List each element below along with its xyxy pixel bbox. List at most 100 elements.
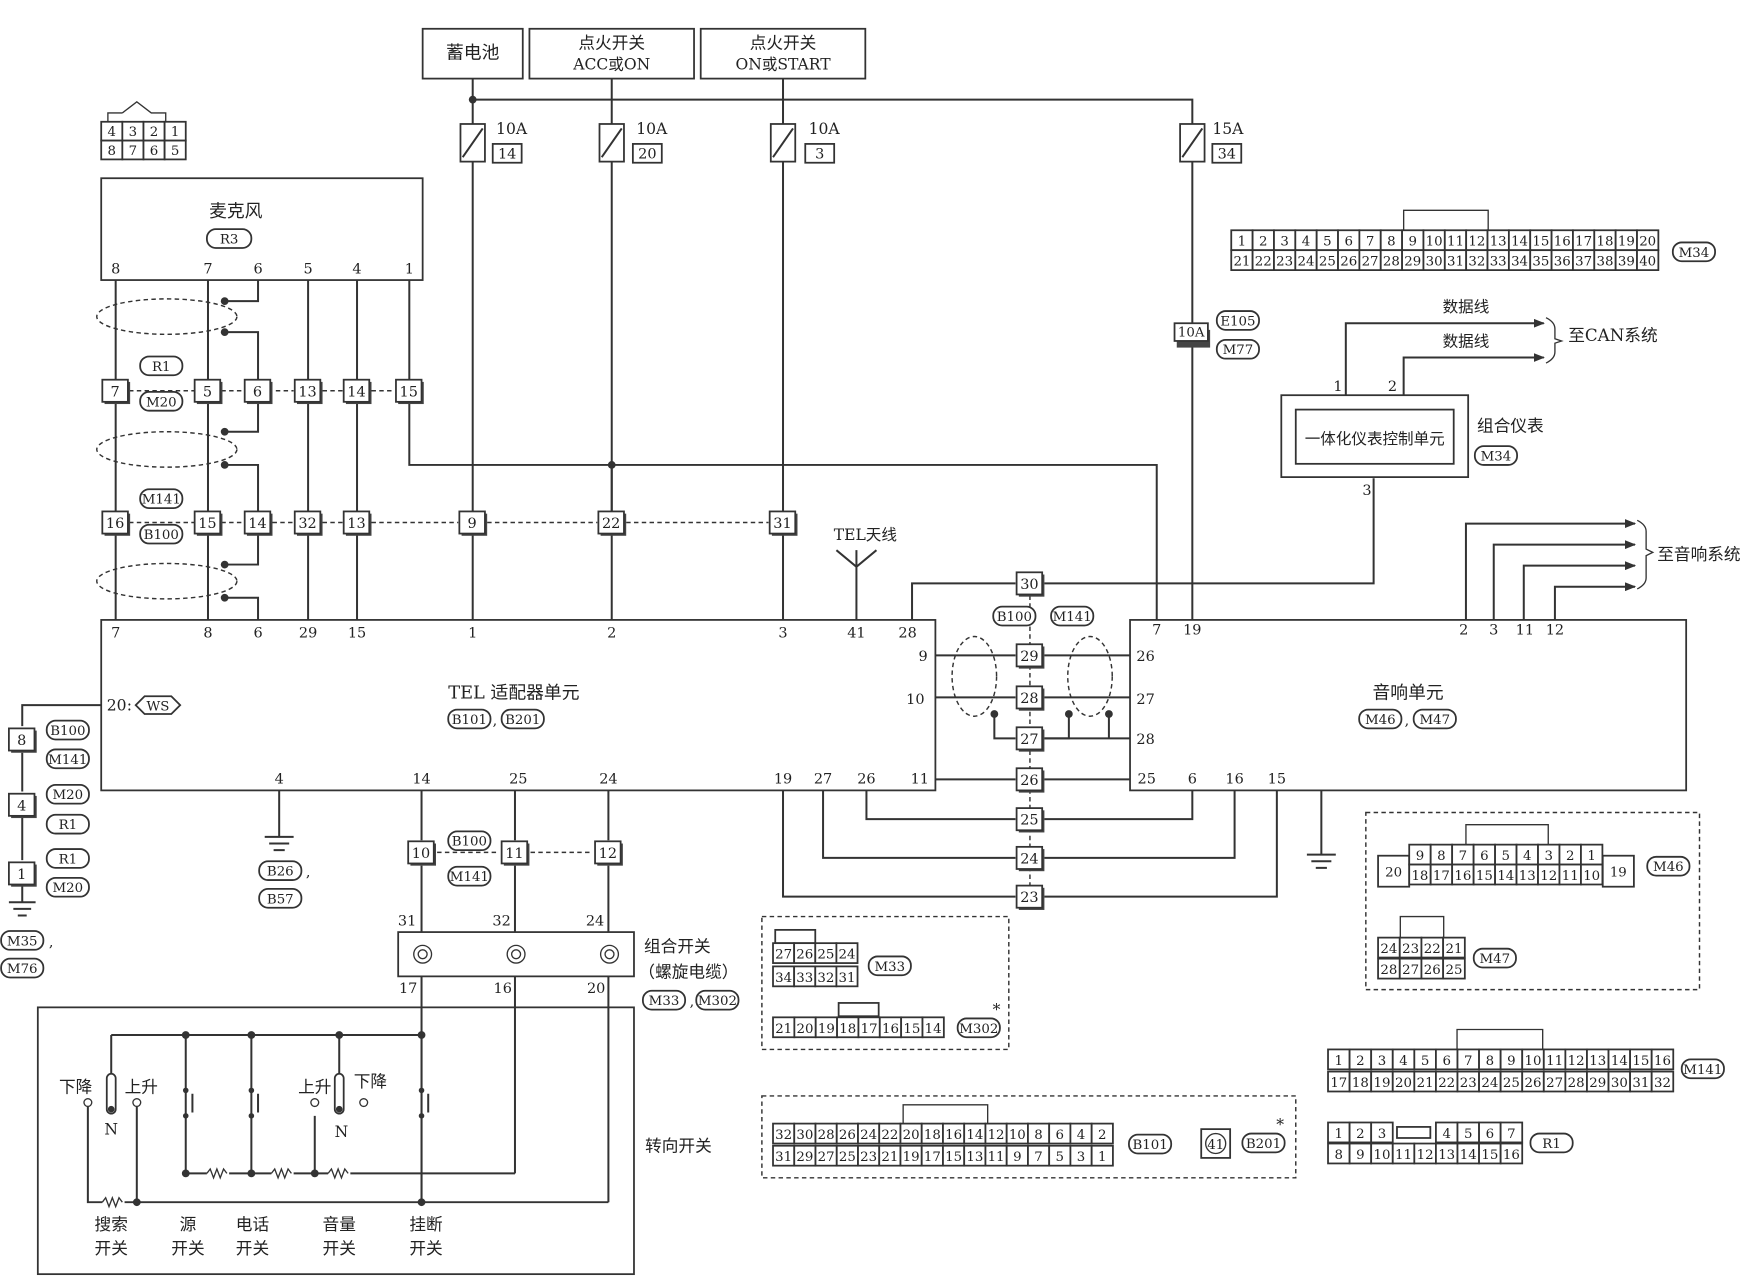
tel-top-pin-15: 15 bbox=[348, 626, 366, 642]
r1-conn-row2-pin-8: 8 bbox=[1335, 1148, 1343, 1163]
conn-r1-pin-7: 7 bbox=[111, 384, 120, 400]
m47-conn-row1-pin-23: 23 bbox=[1402, 942, 1419, 957]
m34-conn-row2-cell bbox=[1636, 249, 1660, 271]
m141-conn-row2-pin-29: 29 bbox=[1589, 1076, 1606, 1091]
fuse-e105-rating: 10A bbox=[1178, 326, 1205, 341]
m34-conn-row2-pin-26: 26 bbox=[1340, 255, 1357, 270]
m47-conn-row1-pin-22: 22 bbox=[1424, 942, 1441, 957]
m141-conn-row1-pin-15: 15 bbox=[1632, 1054, 1649, 1069]
phone-switch-label-1: 电话 bbox=[236, 1215, 269, 1234]
m141-conn-row2-pin-32: 32 bbox=[1654, 1076, 1671, 1091]
m141-conn-label: M141 bbox=[1683, 1063, 1722, 1078]
to-audio-label: 至音响系统 bbox=[1657, 545, 1740, 564]
m141-conn-row1-cell bbox=[1650, 1048, 1675, 1071]
hangup-switch-label-1: 挂断 bbox=[409, 1215, 442, 1234]
ground-m35: M35 bbox=[7, 934, 38, 949]
conn-b100-code: B100 bbox=[144, 528, 179, 543]
middle-conn-pin-27: 27 bbox=[1020, 732, 1038, 748]
gnd-c3-code-2: M20 bbox=[53, 881, 84, 896]
b101-conn-row1-pin-32: 32 bbox=[775, 1128, 792, 1143]
m302-conn-row-pin-17: 17 bbox=[861, 1022, 878, 1037]
m34-conn-row2-pin-29: 29 bbox=[1404, 255, 1421, 270]
m141-conn-row1-pin-10: 10 bbox=[1525, 1054, 1542, 1069]
m34-conn-row2-pin-36: 36 bbox=[1554, 255, 1571, 270]
combo-bottom-pin-17: 17 bbox=[399, 981, 417, 997]
search-switch-label-1: 搜索 bbox=[95, 1215, 128, 1234]
m47-conn-label: M47 bbox=[1480, 952, 1511, 967]
microphone-unit: 麦克风 R3 bbox=[100, 177, 424, 281]
m46-conn-row2-pin-13: 13 bbox=[1519, 869, 1536, 884]
data-line-1: 数据线 bbox=[1443, 298, 1490, 316]
m46-pin-20: 20 bbox=[1385, 866, 1402, 881]
m46-conn-row1-pin-1: 1 bbox=[1587, 849, 1595, 864]
r1-pin-3: 3 bbox=[1378, 1127, 1386, 1142]
tel-top-pin-1: 1 bbox=[468, 626, 477, 642]
b101-conn-row1-pin-16: 16 bbox=[945, 1128, 962, 1143]
m141-conn-row1-pin-9: 9 bbox=[1507, 1054, 1515, 1069]
data-line-2: 数据线 bbox=[1443, 333, 1490, 351]
m46-conn-row2-pin-11: 11 bbox=[1562, 869, 1579, 884]
svg-text:,: , bbox=[49, 935, 54, 951]
m141-conn-row2-pin-31: 31 bbox=[1632, 1076, 1649, 1091]
bottom-conn-pin-12: 12 bbox=[599, 846, 617, 862]
b201-conn-circle bbox=[1205, 1132, 1227, 1155]
m34-conn-row1-pin-13: 13 bbox=[1490, 235, 1507, 250]
m46-conn-key bbox=[1465, 824, 1549, 845]
m34-conn-row2-pin-31: 31 bbox=[1447, 255, 1464, 270]
audio-left-pin-26: 26 bbox=[1136, 649, 1154, 665]
combo-top-pin-31: 31 bbox=[398, 913, 416, 929]
conn-r1-m20-codes: R1 M20 bbox=[129, 355, 394, 412]
fuse-34: 15A 34 bbox=[1179, 120, 1244, 164]
conn-m141-pin-13-box bbox=[342, 510, 371, 535]
audio-top-pin-12: 12 bbox=[1546, 622, 1564, 638]
m141-conn-row2-pin-27: 27 bbox=[1546, 1076, 1563, 1091]
r1-conn-row2-pin-14: 14 bbox=[1460, 1148, 1477, 1163]
m34-conn-row1-pin-7: 7 bbox=[1366, 235, 1374, 250]
m34-conn-row1-pin-14: 14 bbox=[1511, 235, 1528, 250]
m34-conn-row1-pin-3: 3 bbox=[1280, 235, 1288, 250]
m46-pin-19: 19 bbox=[1610, 866, 1627, 881]
ignition-acc-label-2: ACC或ON bbox=[572, 56, 650, 74]
tel-top-pin-6: 6 bbox=[253, 626, 262, 642]
r1-conn-label: R1 bbox=[1542, 1137, 1561, 1152]
m33-conn-label-oval bbox=[867, 955, 912, 977]
tel-top-pin-41: 41 bbox=[847, 626, 865, 642]
m34-conn-row2-pin-27: 27 bbox=[1362, 255, 1379, 270]
r1-pin-5: 5 bbox=[1464, 1127, 1472, 1142]
search-switch-label-2: 开关 bbox=[95, 1239, 128, 1258]
to-audio-system: 至音响系统 bbox=[1464, 519, 1741, 620]
svg-text:,: , bbox=[493, 713, 498, 729]
tel-bottom-pin-27: 27 bbox=[814, 772, 832, 788]
mic-conn-bottom-pin-6: 6 bbox=[150, 144, 158, 159]
ground-b57-code: B57 bbox=[267, 892, 294, 907]
fuse-34-rating: 15A bbox=[1212, 120, 1244, 138]
tel-unit-code-2: B201 bbox=[505, 713, 540, 728]
b101-conn-row2-pin-7: 7 bbox=[1034, 1150, 1042, 1165]
b201-conn-label: B201 bbox=[1246, 1137, 1281, 1152]
m34-conn-row2-pin-24: 24 bbox=[1298, 255, 1315, 270]
conn-m141-b100-codes: M141 B100 bbox=[129, 488, 769, 545]
m34-conn-row2-pin-22: 22 bbox=[1255, 255, 1272, 270]
tel-bottom-pin-11: 11 bbox=[911, 772, 929, 788]
conn-m141-pin-16-box bbox=[101, 510, 129, 535]
m141-conn-row1-pin-2: 2 bbox=[1356, 1054, 1364, 1069]
m302-conn-row-pin-14: 14 bbox=[925, 1022, 942, 1037]
m302-conn-row-pin-20: 20 bbox=[797, 1022, 814, 1037]
meter-pin-2: 2 bbox=[1388, 379, 1397, 395]
fuse-e105-code: E105 bbox=[1220, 314, 1255, 329]
b101-conn-row1-pin-2: 2 bbox=[1098, 1128, 1106, 1143]
middle-conn-pin-26: 26 bbox=[1020, 773, 1038, 789]
audio-top-pin-11: 11 bbox=[1516, 622, 1534, 638]
mic-connector-face bbox=[107, 101, 167, 122]
ground-b26-code: B26 bbox=[267, 865, 294, 880]
m46-conn-row1-pin-9: 9 bbox=[1416, 849, 1424, 864]
middle-conn-pin-30-box bbox=[1015, 571, 1044, 596]
tel-top-pin-7: 7 bbox=[111, 626, 120, 642]
conn-m141-pin-13: 13 bbox=[347, 516, 365, 532]
source-switch-label-2: 开关 bbox=[171, 1239, 204, 1258]
m34-conn-row1-pin-15: 15 bbox=[1532, 235, 1549, 250]
conn-r1-pin-14: 14 bbox=[347, 384, 365, 400]
m33-conn-label: M33 bbox=[874, 960, 905, 975]
m302-conn-row-pin-18: 18 bbox=[839, 1022, 856, 1037]
m34-conn-row2-pin-32: 32 bbox=[1468, 255, 1485, 270]
